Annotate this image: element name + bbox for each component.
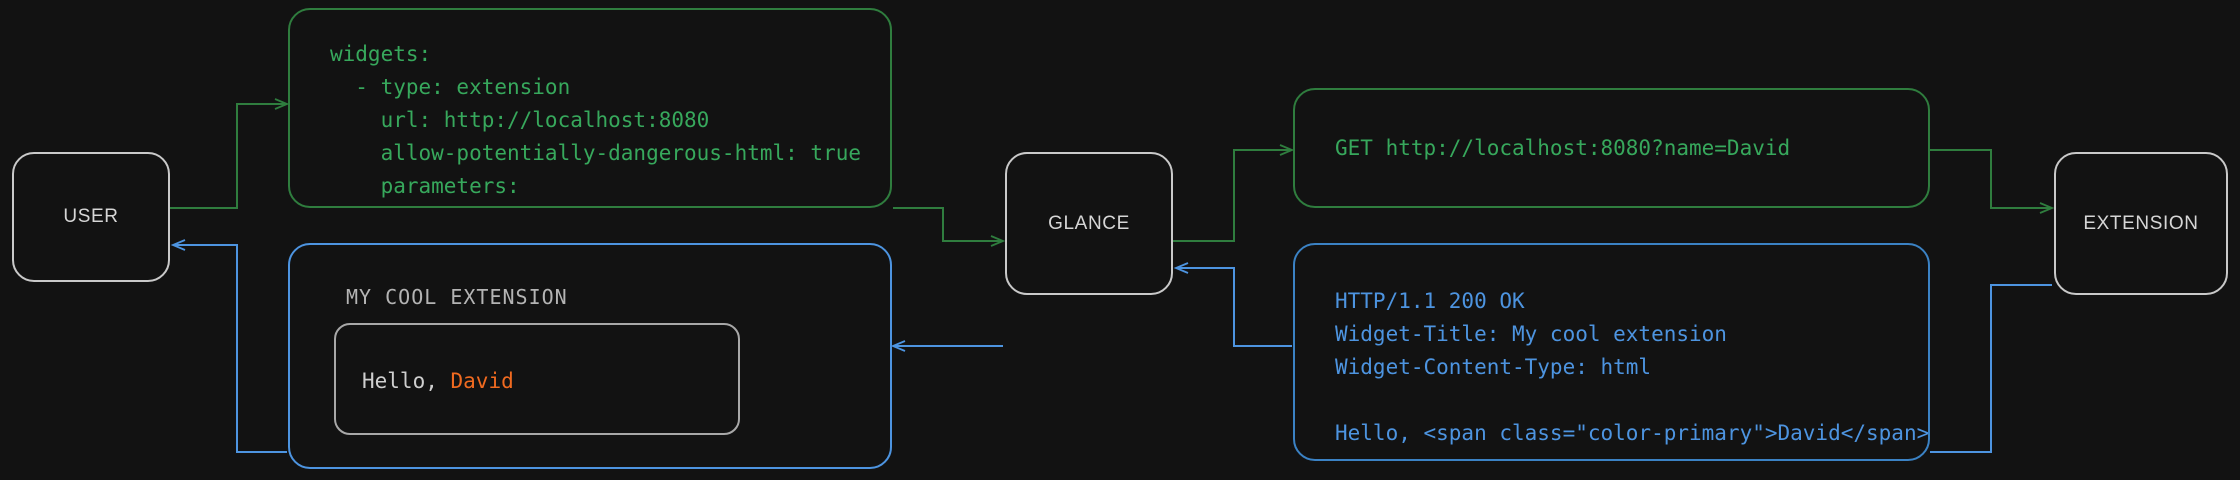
widget-preview-card: Hello, David <box>334 323 740 435</box>
widget-title: MY COOL EXTENSION <box>346 285 568 309</box>
node-extension[interactable]: EXTENSION <box>2054 152 2228 295</box>
edge-response-to-glance <box>1173 262 1292 347</box>
edge-user-to-config <box>170 98 290 209</box>
message-rendered-widget[interactable]: MY COOL EXTENSION Hello, David <box>288 243 892 469</box>
edge-request-to-extension <box>1930 149 2055 214</box>
widget-body-text: Hello, David <box>362 369 514 393</box>
edge-glance-to-request <box>1172 144 1295 242</box>
http-request-text: GET http://localhost:8080?name=David <box>1335 136 1791 160</box>
node-extension-label: EXTENSION <box>2083 212 2199 234</box>
message-http-response[interactable]: HTTP/1.1 200 OK Widget-Title: My cool ex… <box>1293 243 1930 461</box>
edge-extension-to-response <box>1930 284 2052 453</box>
edge-widget-to-user <box>170 239 287 453</box>
message-http-request[interactable]: GET http://localhost:8080?name=David <box>1293 88 1930 208</box>
node-glance-label: GLANCE <box>1048 212 1130 234</box>
widget-body-prefix: Hello, <box>362 369 451 393</box>
node-glance[interactable]: GLANCE <box>1005 152 1173 295</box>
node-user[interactable]: USER <box>12 152 170 282</box>
edge-config-to-glance <box>893 207 1006 247</box>
message-config-yaml[interactable]: widgets: - type: extension url: http://l… <box>288 8 892 208</box>
config-yaml-text: widgets: - type: extension url: http://l… <box>330 42 862 198</box>
http-response-text: HTTP/1.1 200 OK Widget-Title: My cool ex… <box>1335 289 1930 445</box>
widget-body-accent: David <box>450 369 514 393</box>
node-user-label: USER <box>63 206 119 227</box>
